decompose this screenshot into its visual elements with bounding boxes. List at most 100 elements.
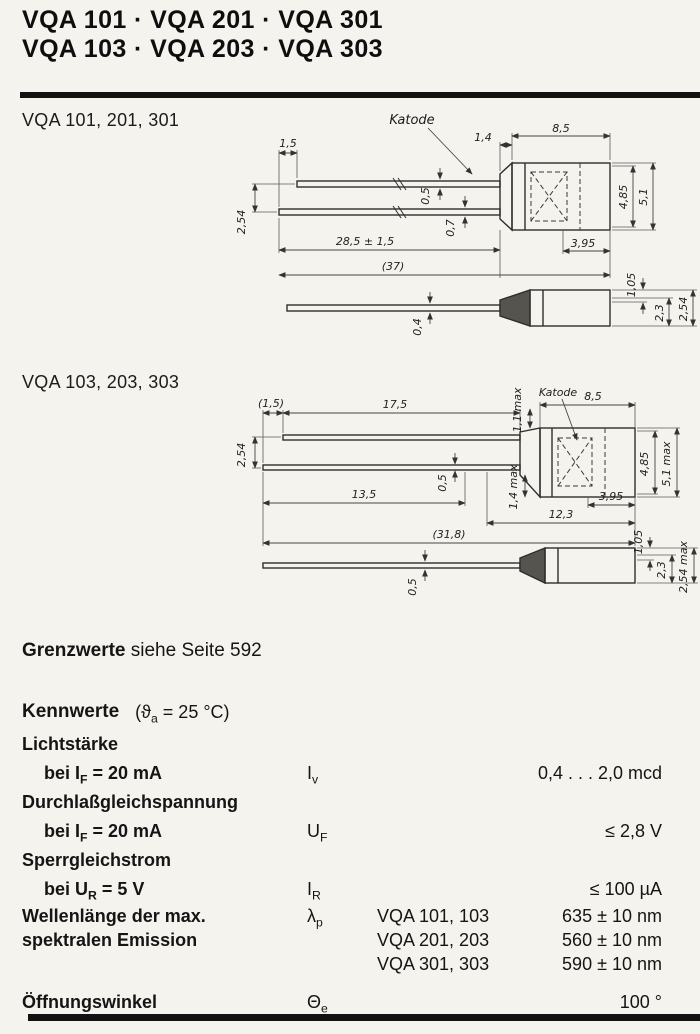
table-row: Sperrgleichstrom [22, 846, 662, 875]
value-oeffnungswinkel: 100 ° [619, 992, 662, 1012]
table-row: Durchlaßgleichspannung [22, 788, 662, 817]
device-variant: VQA 101, 103 [377, 906, 490, 926]
cond-value: = 5 V [96, 879, 145, 899]
device-variant: VQA 301, 303 [377, 954, 490, 974]
table-row: Lichtstärke [22, 730, 662, 759]
kennwerte-condition: (ϑa = 25 °C) [135, 694, 229, 730]
kennwerte-table: Kennwerte (ϑa = 25 °C) Lichtstärke bei I… [22, 694, 662, 1017]
value-sperr: ≤ 100 µA [589, 879, 662, 899]
dim-lead-length: 28,5 ± 1,5 [336, 235, 394, 248]
kennwerte-heading-row: Kennwerte (ϑa = 25 °C) [22, 694, 662, 730]
symbol-sub: F [320, 830, 328, 845]
spacer [377, 817, 527, 846]
cond-symbol: I [75, 763, 81, 783]
symbol-base: λ [307, 906, 316, 926]
cond-value: = 20 mA [87, 763, 163, 783]
dim-total-length: (37) [382, 260, 405, 273]
symbol-sub: R [312, 888, 321, 903]
dim-lead2-length: 13,5 [352, 488, 377, 501]
dim-body-length: 8,5 [584, 390, 602, 403]
cond-text: bei [44, 879, 76, 899]
spacer [307, 952, 377, 976]
cond-symbol: U [75, 879, 89, 899]
dim-height: 5,1 [637, 188, 650, 206]
param-oeffnungswinkel: Öffnungswinkel [22, 992, 157, 1012]
condition-durchlass: bei IF = 20 mA [22, 817, 307, 846]
cond-value: = 20 mA [87, 821, 163, 841]
dim-total-length: (31,8) [432, 528, 465, 541]
dim-lead-width: 0,4 [411, 318, 424, 336]
dim-lead-pitch: 2,54 [235, 443, 248, 468]
param-durchlass: Durchlaßgleichspannung [22, 792, 239, 812]
cond-symbol-sub: R [88, 888, 97, 903]
symbol-theta-e: Θe [307, 988, 377, 1017]
dim-height-max: 5,1 max [660, 441, 673, 486]
table-row: VQA 301, 303 590 ± 10 nm [22, 952, 662, 976]
dim-lead1-length: 17,5 [383, 398, 408, 411]
dim-inner-height: 4,85 [617, 185, 630, 210]
symbol-base: U [307, 821, 320, 841]
spacer [377, 875, 527, 904]
drawing-vqa-101-201-301: Katode 1,5 1,4 8,5 0,5 0,7 2,54 28,5 ± 1… [235, 113, 697, 336]
title-line-2: VQA 103 · VQA 203 · VQA 303 [22, 35, 383, 63]
dimension-lines [252, 398, 697, 584]
condition-sperr: bei UR = 5 V [22, 875, 307, 904]
spacer [307, 928, 377, 952]
symbol-sub: p [316, 915, 323, 930]
kennwerte-heading: Kennwerte [22, 701, 120, 722]
value-lichtstaerke: 0,4 . . . 2,0 mcd [537, 763, 662, 783]
section-title-vqa-103: VQA 103, 203, 303 [22, 372, 180, 392]
dim-inner-length: 12,3 [549, 508, 574, 521]
top-divider-rule [20, 92, 700, 98]
symbol-base: I [307, 879, 313, 899]
value-wellenlaenge-635: 635 ± 10 nm [562, 906, 662, 926]
limits-note-keyword: Grenzwerte [22, 640, 126, 661]
param-lichtstaerke: Lichtstärke [22, 734, 119, 754]
dim-front-length: 3,95 [599, 490, 624, 503]
dim-body-width-max: 2,54 max [677, 541, 690, 593]
cond-post: = 25 °C) [157, 702, 230, 722]
symbol-lambda-p: λp [307, 904, 377, 930]
dim-collar-length: 1,4 [474, 131, 492, 144]
dim-lead-offset: 1,5 [279, 137, 297, 150]
symbol-base: Θ [307, 992, 322, 1012]
title-line-1: VQA 101 · VQA 201 · VQA 301 [22, 6, 383, 34]
device-variant: VQA 201, 203 [377, 930, 490, 950]
internal-dashed-structure [557, 428, 606, 497]
spacer [22, 952, 307, 976]
limits-note: Grenzwerte siehe Seite 592 [22, 640, 262, 662]
value-durchlass: ≤ 2,8 V [605, 821, 662, 841]
dim-lead-offset: (1,5) [258, 397, 284, 410]
dim-inner-height: 4,85 [638, 452, 651, 477]
led-side-view-outline [262, 427, 636, 499]
value-wellenlaenge-560: 560 ± 10 nm [562, 930, 662, 950]
katode-label: Katode [539, 386, 578, 399]
symbol-sub: e [321, 1001, 328, 1016]
dim-cone-max: 1,4 max [507, 464, 520, 509]
dimension-lines [252, 127, 696, 327]
cond-symbol-sub: F [80, 772, 88, 787]
extension-lines [252, 402, 698, 584]
dim-lead2-thickness: 0,7 [444, 219, 457, 237]
symbol-uf: UF [307, 817, 377, 846]
dim-lead1-thickness: 0,5 [419, 187, 432, 205]
led-bottom-view-outline [262, 546, 636, 585]
symbol-iv: Iv [307, 759, 377, 788]
dim-tip-width: 2,3 [653, 304, 666, 322]
drawing-vqa-103-203-303: (1,5) 17,5 1,1 max Katode 8,5 2,54 0,5 1… [235, 386, 698, 596]
katode-label: Katode [389, 113, 434, 128]
condition-lichtstaerke: bei IF = 20 mA [22, 759, 307, 788]
section-title-vqa-101: VQA 101, 201, 301 [22, 110, 180, 130]
bottom-divider-rule [28, 1014, 700, 1021]
cond-text: bei [44, 763, 76, 783]
dim-body-length: 8,5 [552, 122, 570, 135]
symbol-ir: IR [307, 875, 377, 904]
table-row: bei UR = 5 V IR ≤ 100 µA [22, 875, 662, 904]
dim-collar-max: 1,1 max [511, 387, 524, 432]
internal-dashed-structure [530, 163, 581, 230]
dim-lead-width: 0,5 [406, 578, 419, 596]
lead-break-marks [392, 177, 407, 219]
dim-lead-pitch: 2,54 [235, 210, 248, 235]
symbol-base: I [307, 763, 313, 783]
